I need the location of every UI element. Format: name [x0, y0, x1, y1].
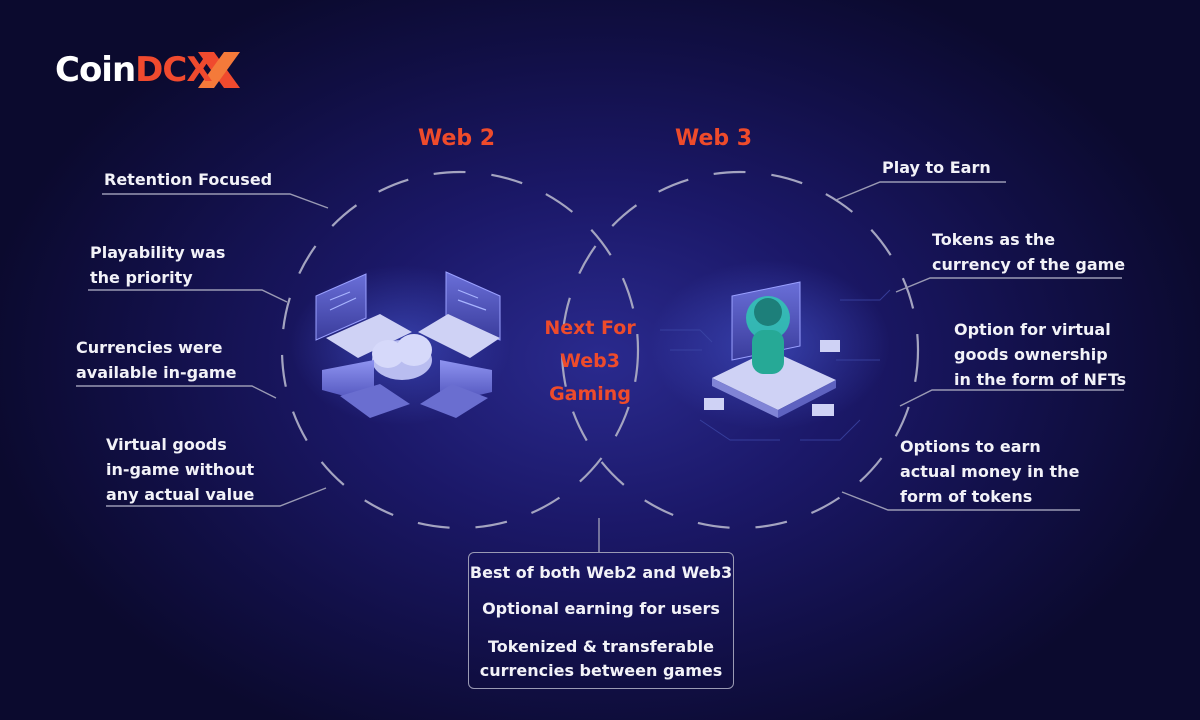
- web3-item-2: Tokens as the currency of the game: [932, 230, 1126, 274]
- web2-item-2: Playability was the priority: [90, 243, 226, 287]
- leader-line-web2-2: [88, 289, 288, 303]
- web3-title: Web 3: [675, 126, 753, 151]
- leader-line-web2-4: [106, 487, 327, 507]
- bottom-item-3: Tokenized & transferable currencies betw…: [479, 637, 723, 680]
- web2-item-4: Virtual goods in-game without any actual…: [106, 435, 255, 504]
- web3-item-4: Options to earn actual money in the form…: [900, 437, 1080, 506]
- leader-line-web3-4: [841, 491, 1080, 511]
- bottom-item-1: Best of both Web2 and Web3: [469, 563, 733, 582]
- leader-line-web2-1: [102, 193, 329, 209]
- bottom-summary-box: Best of both Web2 and Web3 Optional earn…: [468, 552, 734, 689]
- web2-ring: [280, 170, 640, 530]
- web3-item-1: Play to Earn: [882, 158, 991, 177]
- brand-logo: CoinDCX: [55, 50, 213, 90]
- brand-logo-part2: DCX: [135, 50, 212, 90]
- web3-ring: [560, 170, 920, 530]
- web2-item-1: Retention Focused: [104, 170, 273, 189]
- leader-line-web3-1: [835, 181, 1006, 201]
- web2-item-3: Currencies were available in-game: [76, 338, 237, 382]
- web3-gamer-illustration: [650, 260, 891, 441]
- logo-x-mark: [198, 52, 240, 88]
- web2-computers-illustration: [290, 265, 510, 425]
- web3-item-3: Option for virtual goods ownership in th…: [954, 320, 1127, 389]
- center-title: Next For Web3 Gaming: [544, 317, 636, 405]
- web2-title: Web 2: [418, 126, 496, 151]
- leader-line-web3-2: [895, 277, 1122, 293]
- brand-logo-part1: Coin: [55, 50, 136, 90]
- bottom-item-2: Optional earning for users: [482, 599, 720, 618]
- leader-line-web3-3: [899, 389, 1124, 407]
- leader-line-web2-3: [76, 385, 277, 399]
